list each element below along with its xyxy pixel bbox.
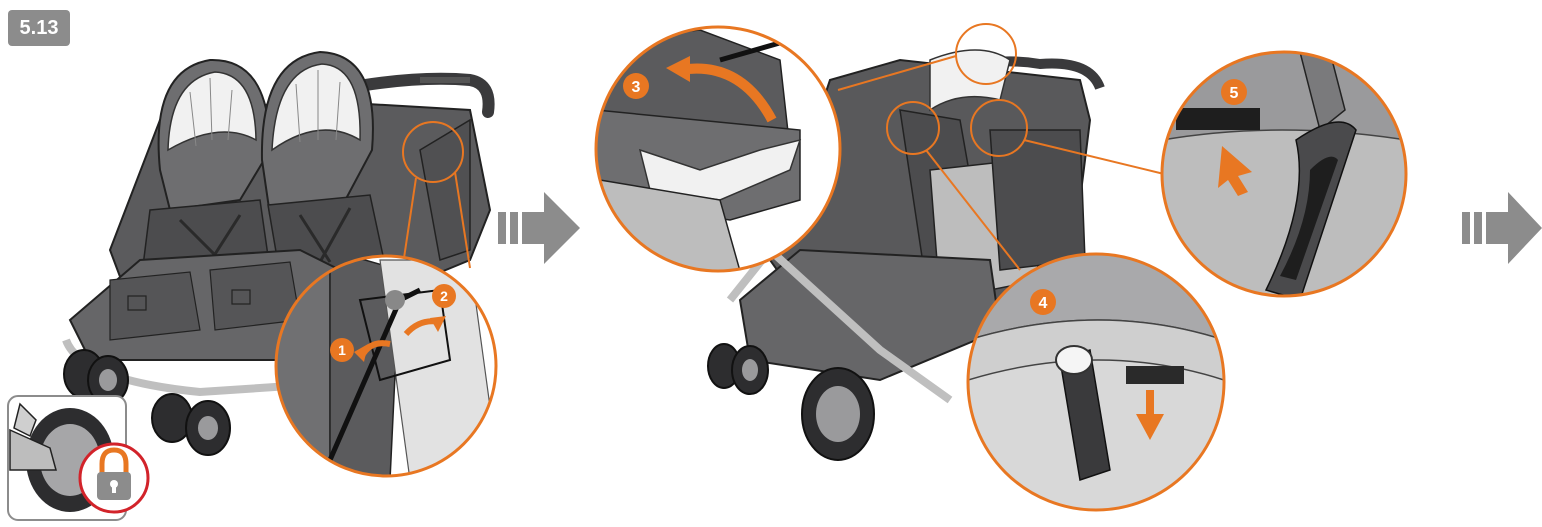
detail-zoom-circle: 5 bbox=[1162, 52, 1406, 300]
next-step-arrow-icon bbox=[498, 192, 580, 264]
callout-number-2: 2 bbox=[440, 288, 448, 304]
detail-zoom-circle: 4 bbox=[968, 254, 1224, 510]
callout-number-4: 4 bbox=[1039, 295, 1048, 312]
detail-zoom-circle: 3 bbox=[596, 27, 840, 271]
next-step-arrow-icon bbox=[1462, 192, 1542, 264]
callout-number-5: 5 bbox=[1230, 85, 1239, 102]
brake-lock-icon bbox=[8, 396, 148, 520]
callout-number-1: 1 bbox=[338, 342, 346, 358]
callout-number-3: 3 bbox=[632, 79, 641, 96]
